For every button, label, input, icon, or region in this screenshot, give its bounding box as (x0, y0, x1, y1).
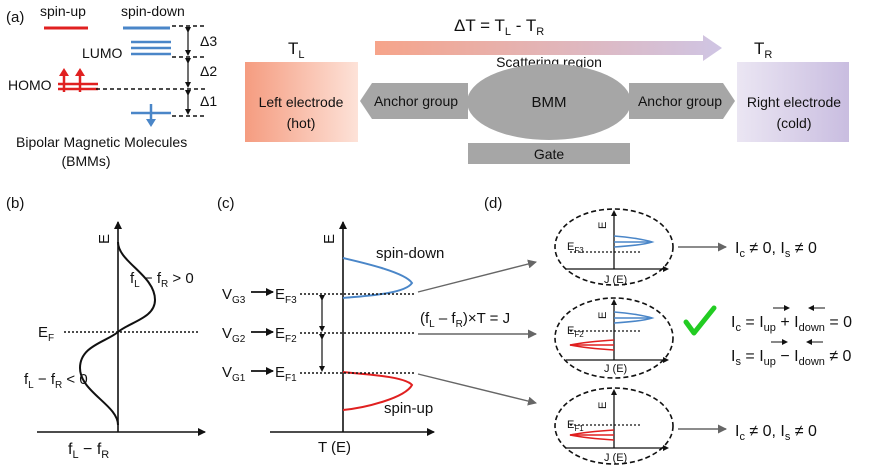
panel-d-top-e-label: E (597, 222, 609, 229)
panel-b-e-axis-label: E (96, 234, 113, 244)
ef3-label: EF3 (275, 286, 297, 306)
lumo-label: LUMO (82, 45, 123, 61)
ef2-label: EF2 (275, 325, 297, 345)
homo-label: HOMO (8, 77, 52, 93)
panel-c-e-axis-label: E (321, 234, 338, 244)
panel-d-middle-e-label: E (597, 312, 609, 319)
bmm-caption-line2: (BMMs) (62, 153, 111, 169)
vg2-label: VG2 (222, 325, 246, 345)
panel-d-bottom-plot (554, 387, 674, 465)
delta3-label: Δ3 (200, 33, 217, 49)
lumo-levels (131, 40, 171, 56)
panel-b-x-axis-label: fL − fR (68, 441, 109, 461)
panel-d-middle-ef2: EF2 (567, 325, 584, 339)
panel-d-bottom-ef1: EF1 (567, 419, 584, 433)
spin-up-transmission-peak (342, 371, 414, 411)
left-electrode-sublabel: (hot) (287, 115, 316, 131)
panel-c-to-d-arrows (417, 259, 537, 406)
temperature-gradient-arrow (375, 35, 722, 61)
anchor-group-right (629, 83, 735, 119)
panel-b-label: (b) (6, 195, 24, 212)
panel-c-fermi-lines (300, 293, 414, 374)
formula-label: (fL – fR)×T = J (420, 310, 510, 330)
panel-d-top-ef3: EF3 (567, 241, 584, 255)
vg1-label: VG1 (222, 364, 246, 384)
panel-c-label: (c) (217, 195, 235, 212)
panel-d-middle-plot (554, 297, 674, 379)
ic-equation: Ic = Iup + Idown = 0 (731, 314, 852, 334)
vg3-label: VG3 (222, 286, 246, 306)
panel-d-bottom-e-label: E (597, 402, 609, 409)
check-icon (683, 305, 717, 336)
panel-d-bottom-j-label: J (E) (604, 452, 627, 464)
is-equation: Is = Iup − Idown ≠ 0 (731, 348, 852, 368)
bmm-ellipse (467, 64, 631, 140)
panel-c-x-axis-label: T (E) (318, 439, 351, 456)
homo-levels (58, 68, 98, 92)
spin-up-label: spin-up (384, 400, 433, 417)
panel-d-top-j-label: J (E) (604, 274, 627, 286)
scattering-region-label: Scattering region (496, 54, 602, 70)
bmm-label: BMM (532, 94, 567, 111)
right-electrode-box (737, 62, 849, 142)
left-electrode-box (245, 62, 358, 142)
spin-down-transmission-peak (342, 257, 414, 299)
delta-t-equation: ΔT = TL - TR (454, 16, 544, 38)
panel-d-middle-j-label: J (E) (604, 363, 627, 375)
anchor-group-left-label: Anchor group (374, 93, 458, 109)
panel-d-result-arrows (678, 242, 727, 434)
gate-bar (468, 143, 630, 164)
spin-down-occupied-level (131, 104, 171, 127)
delta2-label: Δ2 (200, 63, 217, 79)
spin-down-label: spin-down (376, 245, 444, 262)
energy-gap-dashes (96, 25, 205, 117)
panel-b-negative-label: fL − fR < 0 (24, 371, 88, 391)
gate-label: Gate (534, 146, 565, 162)
ef1-label: EF1 (275, 364, 297, 384)
right-electrode-label: Right electrode (747, 94, 841, 110)
left-electrode-label: Left electrode (259, 94, 344, 110)
bmm-caption-line1: Bipolar Magnetic Molecules (16, 134, 187, 150)
legend-spin-up-label: spin-up (40, 3, 86, 19)
panel-b-positive-label: fL − fR > 0 (130, 270, 194, 290)
delta1-label: Δ1 (200, 93, 217, 109)
panel-a-label: (a) (6, 9, 24, 26)
panel-d-label: (d) (484, 195, 502, 212)
anchor-group-right-label: Anchor group (638, 93, 722, 109)
tl-label: TL (288, 39, 305, 61)
bottom-result-label: Ic ≠ 0, Is ≠ 0 (735, 423, 817, 443)
top-result-label: Ic ≠ 0, Is ≠ 0 (735, 240, 817, 260)
tr-label: TR (754, 39, 772, 61)
panel-b-ef-label: EF (38, 324, 54, 344)
right-electrode-sublabel: (cold) (776, 115, 811, 131)
panel-d-top-plot (554, 208, 674, 286)
legend-spin-down-label: spin-down (121, 3, 185, 19)
anchor-group-left (360, 83, 468, 119)
